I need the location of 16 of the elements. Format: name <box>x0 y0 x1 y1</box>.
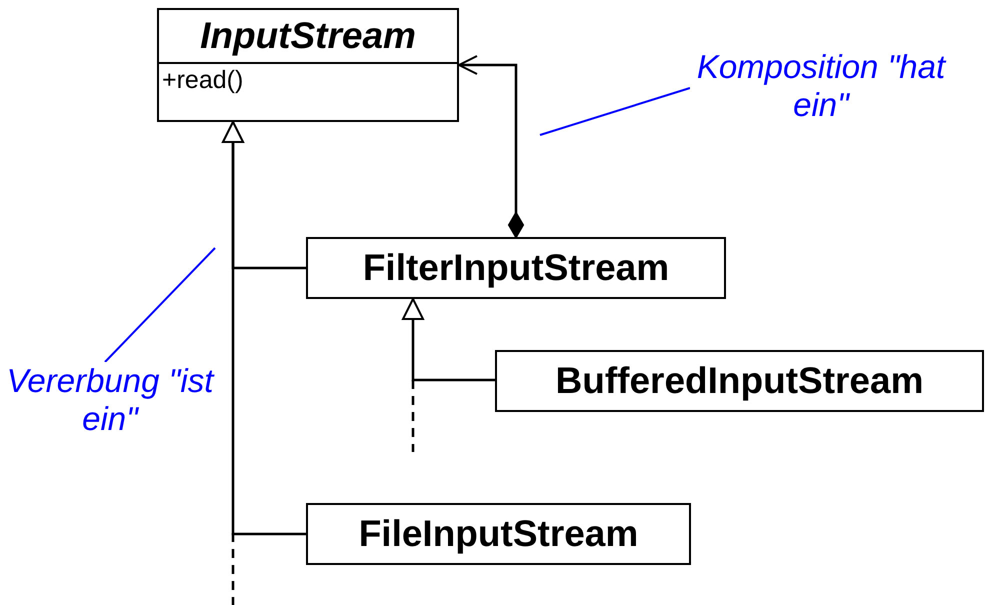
class-box <box>306 237 726 299</box>
inheritance-arrow <box>222 121 306 536</box>
class-box <box>306 503 691 565</box>
leader-line <box>540 87 690 136</box>
annotation-text: Vererbung "ist ein" <box>6 362 216 438</box>
class-name: BufferedInputStream <box>554 359 924 403</box>
class-name: InputStream <box>159 10 457 64</box>
class-name: FilterInputStream <box>362 246 670 290</box>
class-box <box>495 350 984 412</box>
class-name: FileInputStream <box>358 512 640 556</box>
leader-line <box>104 247 216 363</box>
method-text: +read() <box>161 65 244 96</box>
class-box <box>157 8 459 122</box>
annotation-text: Komposition "hat ein" <box>696 48 948 124</box>
inheritance-arrow <box>402 298 495 382</box>
composition-arrow <box>458 55 524 238</box>
